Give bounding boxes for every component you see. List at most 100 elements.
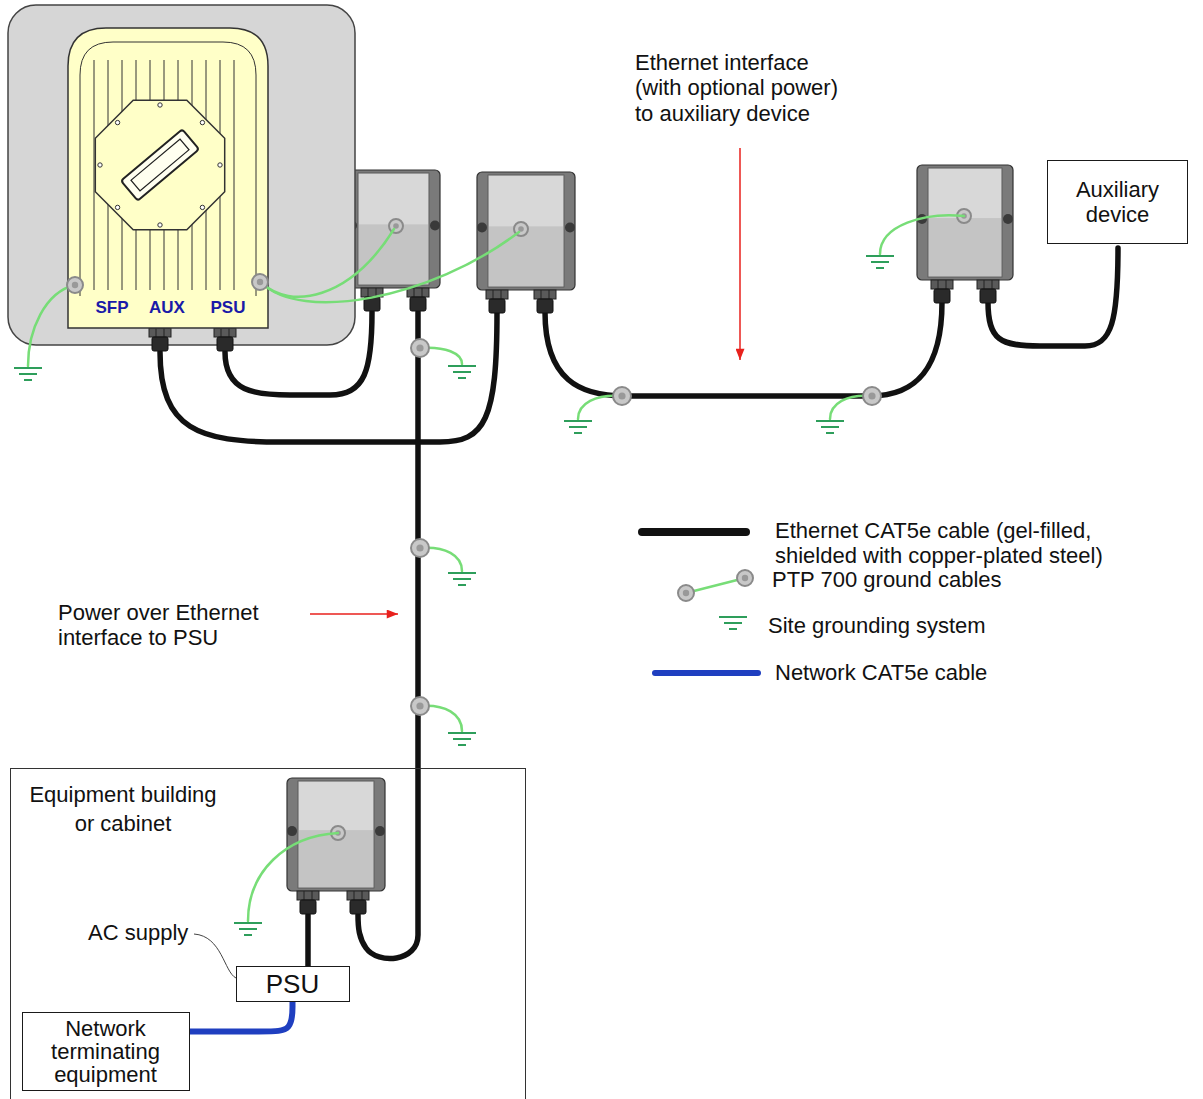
ground-bar	[574, 432, 582, 434]
cable-gland-body	[350, 900, 366, 914]
callout-label: Power over Ethernet interface to PSU	[58, 600, 273, 651]
gland-tick	[156, 328, 157, 337]
radio-screw	[158, 223, 162, 227]
ground-symbol	[816, 421, 844, 433]
gland-tick	[992, 280, 993, 289]
radio-octagon	[95, 100, 224, 229]
ground-stud-core	[416, 702, 423, 709]
legend-cable-sample	[642, 528, 746, 536]
cable-gland-nut	[407, 288, 429, 297]
surge-highlight	[489, 176, 563, 226]
gland-tick	[541, 290, 542, 299]
ground-symbol	[448, 366, 476, 378]
gland-tick	[221, 328, 222, 337]
ground-bar	[458, 377, 466, 379]
ground-bar	[453, 578, 471, 580]
node-label: Network terminating equipment	[31, 1017, 181, 1086]
cable-gland-nut	[297, 891, 319, 900]
ground-bar	[453, 738, 471, 740]
port-label: SFP	[95, 298, 128, 318]
callout-label: AC supply	[88, 920, 188, 945]
gland-tick	[368, 288, 369, 297]
surge-suppressor	[347, 170, 440, 311]
ground-stud-core	[257, 279, 263, 285]
radio-screw	[200, 120, 204, 124]
cable-gland-nut	[931, 280, 953, 289]
legend-network-sample	[655, 670, 758, 676]
ground-stud-core	[618, 392, 625, 399]
network-cable	[190, 1002, 293, 1031]
slot-inner	[131, 139, 189, 191]
ground-cable	[262, 229, 394, 297]
radio-unit: SFP AUX PSU	[8, 5, 355, 345]
radio-screw	[200, 205, 204, 209]
radio-unit-drawing	[8, 5, 355, 345]
ground-bar	[569, 426, 587, 428]
callout-arrow	[739, 148, 741, 360]
node-label: Auxiliary device	[1056, 177, 1179, 228]
gland-tick	[984, 280, 985, 289]
surge-suppressor	[917, 165, 1013, 303]
gland-tick	[493, 290, 494, 299]
legend-label: Ethernet CAT5e cable (gel-filled, shield…	[775, 518, 1155, 569]
radio-fin-outline	[80, 42, 256, 296]
surge-knob	[565, 222, 575, 232]
cable-gland-nut	[534, 290, 556, 299]
ground-stud	[737, 570, 753, 586]
gland-tick	[312, 891, 313, 900]
surge-knob	[477, 222, 487, 232]
ground-symbol	[234, 923, 262, 935]
port-label: PSU	[211, 298, 246, 318]
ethernet-cable	[545, 302, 942, 396]
surge-highlight	[359, 174, 428, 224]
radio-slot	[121, 129, 199, 200]
surge-housing	[477, 172, 575, 290]
radio-screw	[158, 103, 162, 107]
ground-bar	[871, 261, 889, 263]
gland-tick	[549, 290, 550, 299]
cable-gland-nut	[977, 280, 999, 289]
psu-box: PSU	[236, 966, 350, 1003]
ground-bar	[719, 616, 747, 618]
cable-gland-body	[300, 900, 316, 914]
surge-front	[298, 781, 374, 888]
radio-fin	[234, 60, 235, 290]
ground-bar	[826, 432, 834, 434]
callout-arrow	[310, 613, 398, 615]
ground-cable	[880, 215, 964, 254]
ground-bar	[816, 420, 844, 422]
ground-stud	[613, 387, 631, 405]
ground-bar	[19, 373, 37, 375]
port-label: AUX	[149, 298, 185, 318]
radio-fin	[94, 60, 95, 290]
ground-stud-core	[416, 544, 423, 551]
ground-bar	[14, 367, 42, 369]
gland-tick	[229, 328, 230, 337]
ground-bar	[821, 426, 839, 428]
legend-label: Site grounding system	[768, 613, 986, 638]
ground-stud-core	[742, 575, 748, 581]
ground-symbol	[448, 733, 476, 745]
ground-stud	[411, 539, 429, 557]
building-area: Equipment building or cabinetPSU Network …	[10, 768, 526, 1099]
cable-gland-nut	[214, 328, 236, 337]
ground-symbol	[448, 573, 476, 585]
ground-bar	[564, 420, 592, 422]
ground-bar	[234, 922, 262, 924]
gland-tick	[304, 891, 305, 900]
surge-suppressor	[477, 172, 575, 313]
surge-suppressor	[287, 778, 385, 914]
ground-symbol	[14, 368, 42, 380]
ground-stud	[678, 585, 694, 601]
ground-cable	[686, 578, 745, 593]
gland-tick	[414, 288, 415, 297]
ethernet-cable	[305, 915, 311, 970]
leader-line	[194, 934, 236, 978]
ground-stud	[411, 697, 429, 715]
ground-symbol	[866, 256, 894, 268]
cable-gland-body	[980, 289, 996, 303]
ground-bar	[458, 584, 466, 586]
node-label: Equipment building or cabinet	[23, 781, 223, 838]
ground-bar	[458, 744, 466, 746]
